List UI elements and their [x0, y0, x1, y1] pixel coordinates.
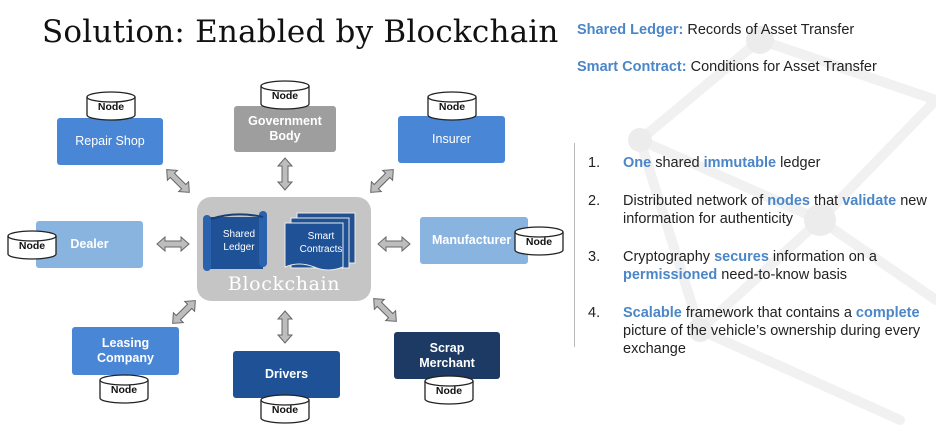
double-arrow-icon-manufacturer: [377, 235, 411, 253]
node-label: Node: [271, 404, 299, 416]
node-icon-dealer: Node: [7, 230, 57, 260]
manufacturer-box: Manufacturer: [420, 217, 528, 264]
point-text: ledger: [776, 155, 821, 171]
point-highlight: permissioned: [623, 267, 718, 283]
double-arrow-icon-leasing-company: [172, 300, 196, 324]
definition-term: Smart Contract:: [577, 59, 687, 75]
double-arrow-icon-government-body: [276, 157, 294, 191]
scrap-merchant-box: Scrap Merchant: [394, 332, 500, 379]
node-label: Node: [435, 385, 463, 397]
node-icon-drivers: Node: [260, 394, 310, 424]
dealer-label: Dealer: [70, 237, 109, 251]
point-text: picture of the vehicle’s ownership durin…: [623, 323, 921, 357]
list-number: 2.: [588, 193, 601, 209]
scrap-merchant-label: Scrap Merchant: [419, 340, 475, 370]
node-icon-repair-shop: Node: [86, 91, 136, 121]
point-text: shared: [651, 155, 704, 171]
double-arrow-icon-dealer: [156, 235, 190, 253]
repair-shop-label: Repair Shop: [75, 134, 145, 148]
government-body-box: Government Body: [234, 106, 336, 152]
double-arrow-icon-scrap-merchant: [373, 298, 397, 322]
node-label: Node: [97, 101, 125, 113]
point-text: framework that contains a: [681, 305, 856, 321]
government-body-label: Government Body: [248, 114, 322, 143]
point-text: new information for authenticity: [623, 193, 927, 227]
node-label: Node: [438, 101, 466, 113]
node-icon-government-body: Node: [260, 80, 310, 110]
point-highlight: secures: [714, 249, 769, 265]
point-highlight: complete: [855, 305, 920, 321]
key-point-3: 3. Cryptography secures information on a…: [588, 248, 928, 284]
double-arrow-icon-repair-shop: [166, 169, 190, 193]
node-icon-scrap-merchant: Node: [424, 375, 474, 405]
drivers-label: Drivers: [264, 367, 309, 381]
node-icon-insurer: Node: [427, 91, 477, 121]
definition-text: Conditions for Asset Transfer: [686, 59, 877, 75]
insurer-label: Insurer: [432, 132, 471, 146]
definition-shared-ledger: Shared Ledger: Records of Asset Transfer: [577, 22, 854, 38]
node-icon-leasing-company: Node: [99, 374, 149, 404]
double-arrow-icon-drivers: [276, 310, 294, 344]
node-icon-manufacturer: Node: [514, 226, 564, 256]
key-point-1: 1. One shared immutable ledger: [588, 154, 928, 172]
list-number: 3.: [588, 249, 601, 265]
point-text: that: [809, 193, 843, 209]
key-points-list: 1. One shared immutable ledger 2. Distri…: [588, 154, 928, 358]
node-label: Node: [525, 236, 553, 248]
node-label: Node: [110, 384, 138, 396]
point-text: need-to-know basis: [717, 267, 848, 283]
repair-shop-box: Repair Shop: [57, 118, 163, 165]
manufacturer-label: Manufacturer: [432, 233, 512, 247]
ledger-scroll-icon: [203, 211, 356, 271]
point-highlight: nodes: [767, 193, 810, 209]
smart-contracts-label: Smart Contracts: [299, 231, 343, 255]
point-highlight: Scalable: [623, 305, 682, 321]
point-text: Distributed network of: [623, 193, 768, 209]
definition-term: Shared Ledger:: [577, 22, 684, 38]
key-point-2: 2. Distributed network of nodes that val…: [588, 192, 928, 228]
node-label: Node: [271, 90, 299, 102]
blockchain-label: Blockchain: [227, 273, 341, 295]
key-point-4: 4. Scalable framework that contains a co…: [588, 304, 928, 358]
definition-smart-contract: Smart Contract: Conditions for Asset Tra…: [577, 59, 877, 75]
double-arrow-icon-insurer: [370, 169, 394, 193]
page-title: Solution: Enabled by Blockchain: [42, 14, 559, 50]
list-number: 4.: [588, 305, 601, 321]
shared-ledger-label: Shared Ledger: [222, 229, 256, 253]
list-number: 1.: [588, 155, 601, 171]
point-text: Cryptography: [623, 249, 715, 265]
point-highlight: validate: [842, 193, 897, 209]
node-label: Node: [18, 240, 46, 252]
drivers-box: Drivers: [233, 351, 340, 398]
point-text: information on a: [768, 249, 877, 265]
point-highlight: One: [623, 155, 652, 171]
vertical-divider: [574, 143, 575, 347]
leasing-company-box: Leasing Company: [72, 327, 179, 375]
point-highlight: immutable: [703, 155, 777, 171]
insurer-box: Insurer: [398, 116, 505, 163]
leasing-company-label: Leasing Company: [97, 336, 154, 365]
definition-text: Records of Asset Transfer: [683, 22, 855, 38]
